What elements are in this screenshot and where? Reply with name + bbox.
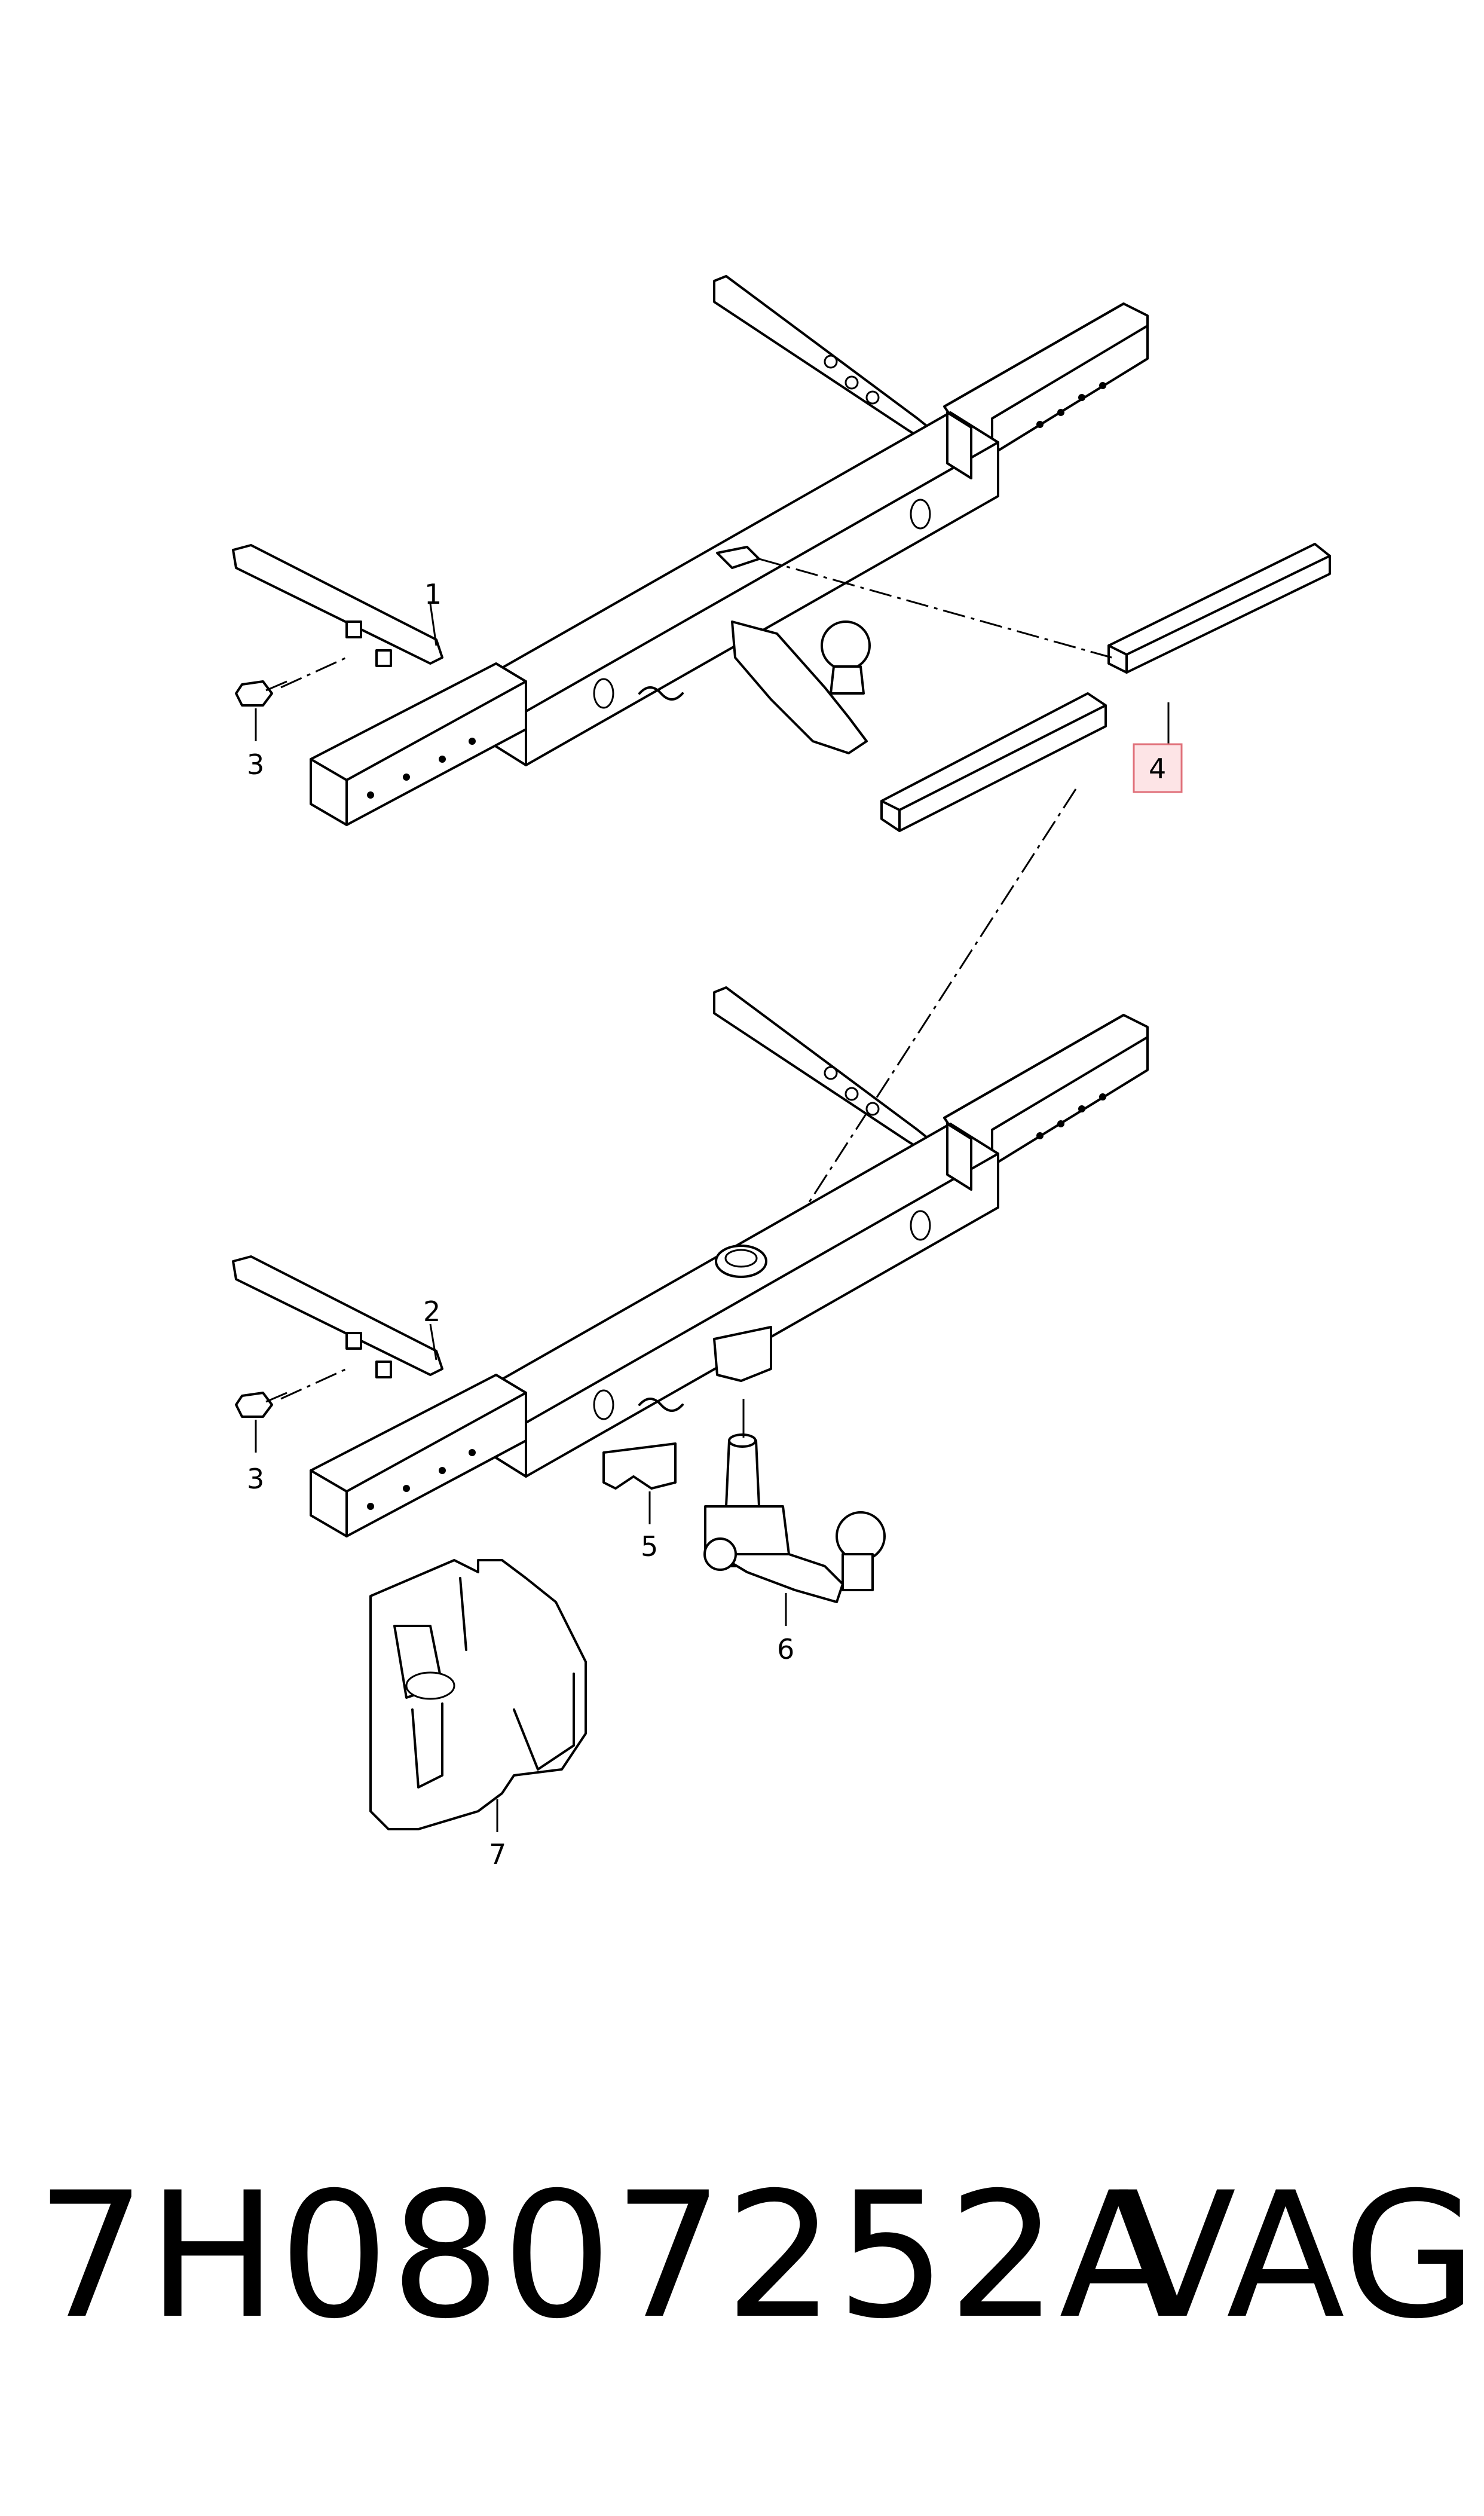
towbar-crossmember-lower <box>232 986 1149 1537</box>
callout-4[interactable]: 4 <box>1149 753 1166 785</box>
towbar-crossmember-upper <box>232 275 1149 826</box>
brand-name: VAG <box>1118 2156 1479 2357</box>
callout-7: 7 <box>489 1838 506 1870</box>
callout-6: 6 <box>777 1633 794 1665</box>
storage-bag-part-7 <box>369 1559 587 1830</box>
connector-line-bolt-upper <box>280 656 347 689</box>
callout-3-upper: 3 <box>247 748 264 781</box>
callout-4-highlight-box[interactable] <box>1133 743 1183 793</box>
trim-strips <box>880 543 1331 832</box>
callout-2: 2 <box>423 1295 440 1328</box>
callout-5: 5 <box>641 1530 658 1563</box>
bracket-part-5 <box>602 1442 677 1490</box>
part-number: 7H0807252A <box>36 2156 1179 2357</box>
callout-3-lower: 3 <box>247 1463 264 1495</box>
leader-2 <box>429 1323 437 1361</box>
bolt-lower <box>235 1392 287 1418</box>
leader-1 <box>429 603 437 646</box>
connector-line-upper <box>758 558 1112 659</box>
leader-6 <box>742 1399 787 1626</box>
connector-line-bolt-lower <box>280 1368 347 1400</box>
connector-line-middle <box>770 788 1077 1262</box>
callout-1: 1 <box>424 578 442 610</box>
bolt-upper <box>235 680 287 707</box>
detachable-ball-part-6 <box>703 1433 886 1603</box>
